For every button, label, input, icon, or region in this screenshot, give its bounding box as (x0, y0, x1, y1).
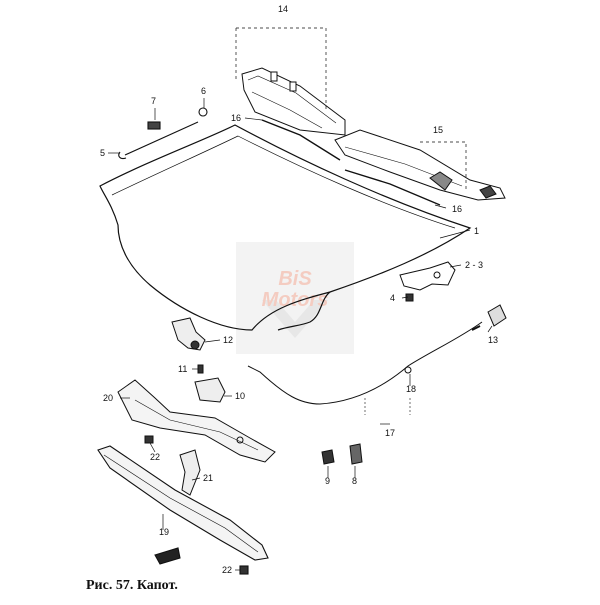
cowl-grille-right (334, 129, 506, 201)
callout-22-upper: 22 (150, 452, 160, 462)
hood-bumpers (321, 443, 363, 465)
callout-9: 9 (325, 476, 330, 486)
latch-support (117, 379, 276, 463)
callout-6: 6 (201, 86, 206, 96)
bracket (179, 449, 201, 496)
hood-hinge (399, 261, 456, 302)
callout-18: 18 (406, 384, 416, 394)
callout-20: 20 (103, 393, 113, 403)
release-cable (247, 304, 507, 415)
callout-13: 13 (488, 335, 498, 345)
callout-11: 11 (178, 364, 187, 374)
callout-1: 1 (474, 226, 479, 236)
hood-seals (261, 119, 441, 206)
cowl-grille (241, 67, 346, 136)
callout-2-3: 2 - 3 (465, 260, 483, 270)
callout-7: 7 (151, 96, 156, 106)
callout-8: 8 (352, 476, 357, 486)
callout-15: 15 (433, 125, 443, 135)
hood-prop-rod (118, 107, 208, 160)
callout-labels: 14 15 16 16 1 2 - 3 4 5 6 7 8 9 10 11 12… (100, 4, 498, 575)
hood-latch (171, 317, 226, 403)
callout-19: 19 (159, 527, 169, 537)
callout-16-lower: 16 (452, 204, 462, 214)
callout-16-upper: 16 (231, 113, 241, 123)
hood-panel (99, 124, 472, 331)
front-rail (97, 445, 269, 575)
callout-12: 12 (223, 335, 233, 345)
callout-10: 10 (235, 391, 245, 401)
callout-21: 21 (203, 473, 213, 483)
callout-22-lower: 22 (222, 565, 232, 575)
callout-leaders (108, 27, 493, 571)
callout-4: 4 (390, 293, 395, 303)
callout-17: 17 (385, 428, 395, 438)
callout-14: 14 (278, 4, 288, 14)
watermark-line2: Motors (262, 289, 329, 311)
callout-5: 5 (100, 148, 105, 158)
watermark: BiS Motors (236, 242, 354, 354)
figure-caption: Рис. 57. Капот. (86, 578, 178, 593)
watermark-line1: BiS (278, 268, 312, 290)
